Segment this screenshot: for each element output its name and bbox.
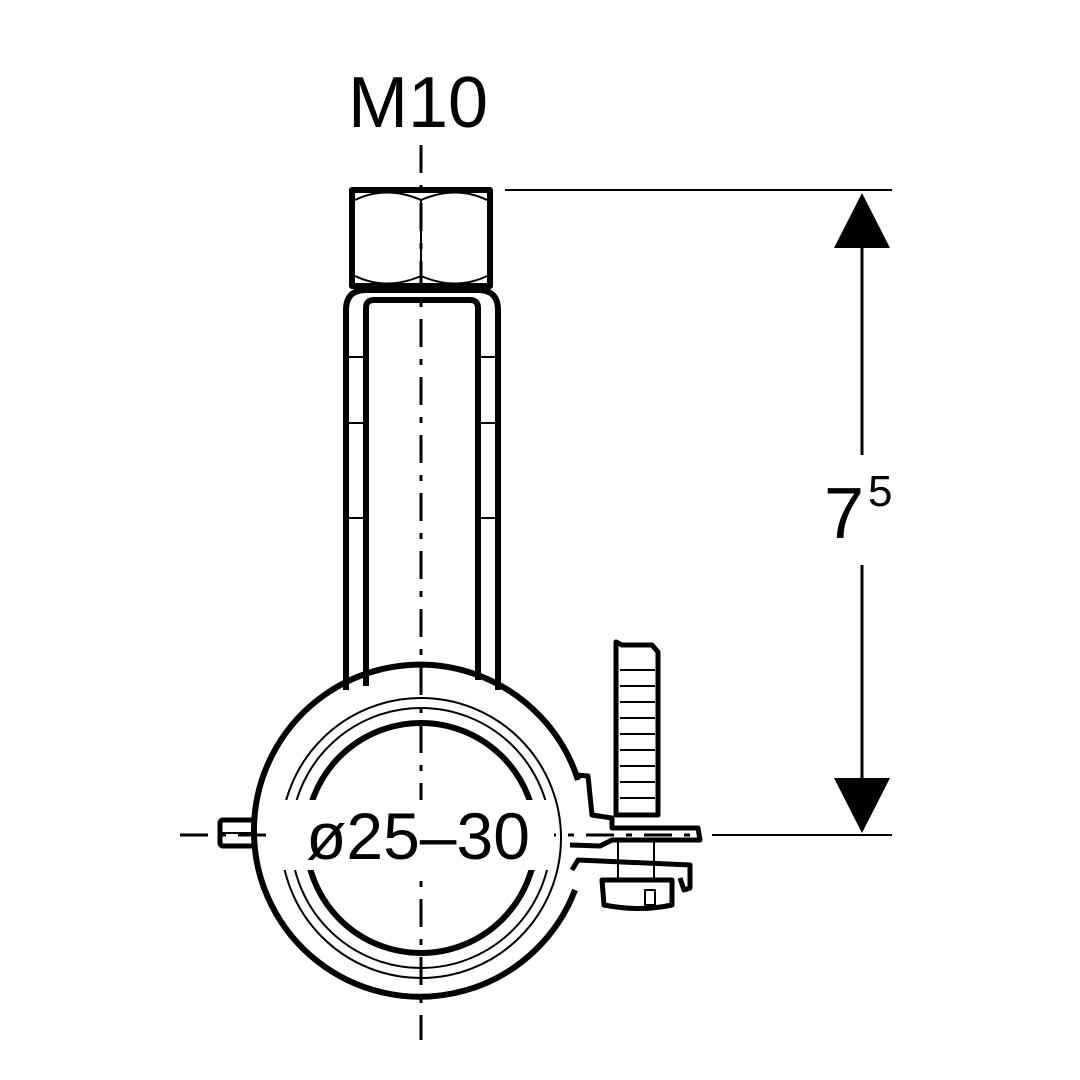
clamp-bolt	[569, 639, 703, 911]
left-tab	[217, 817, 257, 849]
dimension-arrow-up-icon	[834, 193, 890, 248]
height-dimension-superscript: 5	[868, 467, 892, 516]
hex-nut	[349, 187, 493, 289]
clamp-stem	[343, 287, 501, 690]
thread-label: M10	[348, 63, 488, 143]
dimension-arrow-down-icon	[834, 778, 890, 833]
diameter-label: ø25–30	[306, 799, 530, 873]
height-dimension-value: 7	[824, 474, 864, 554]
height-dimension	[505, 189, 892, 836]
